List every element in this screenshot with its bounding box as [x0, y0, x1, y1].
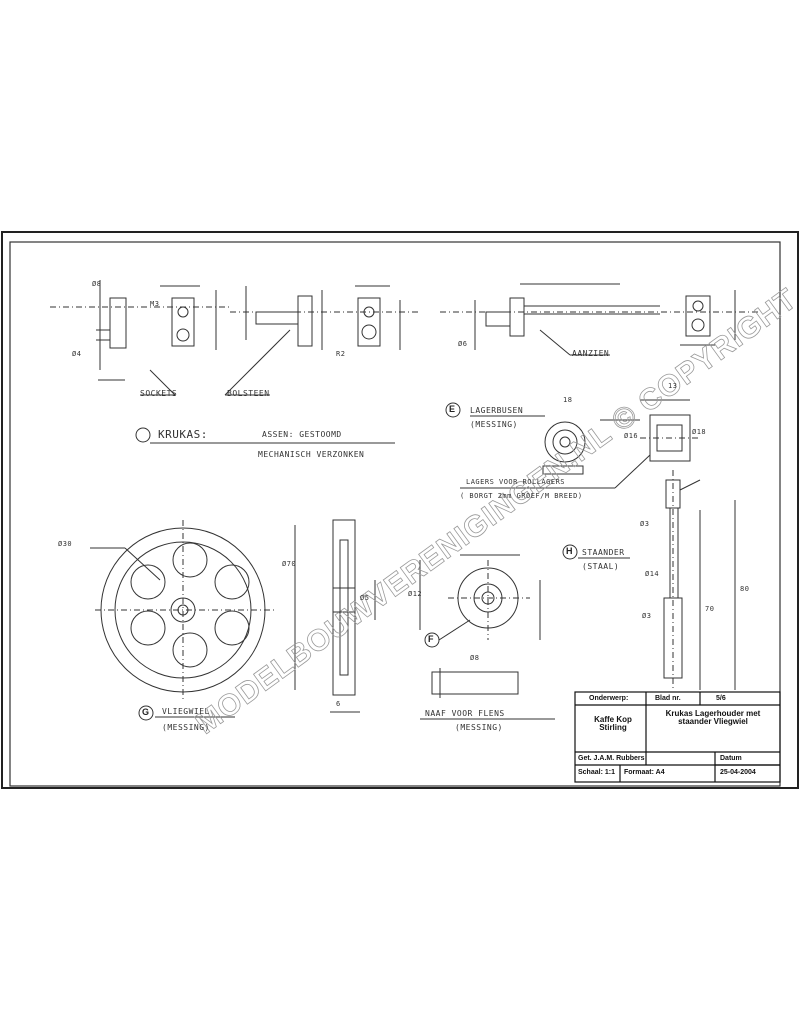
dim-label: Ø12 [408, 590, 423, 598]
item-h-number: H [566, 546, 573, 556]
kruk-title: KRUKAS: [158, 428, 208, 441]
tb-blad-value: 5/6 [716, 695, 726, 702]
dim-label: Ø18 [692, 428, 707, 436]
item-h-label: STAANDER [582, 548, 625, 557]
dim-label: Ø16 [624, 432, 639, 440]
item-g-sub: (MESSING) [162, 723, 210, 732]
dim-label: Ø70 [282, 560, 297, 568]
dim-label: R2 [336, 350, 346, 358]
dim-label: Ø6 [458, 340, 468, 348]
label-aanzien: AANZIEN [572, 349, 610, 358]
tb-project: Kaffe Kop Stirling [594, 715, 632, 733]
flange-sub: (MESSING) [455, 723, 503, 732]
kruk-note-2: MECHANISCH VERZONKEN [258, 450, 365, 459]
item-e-label: LAGERBUSEN [470, 406, 524, 415]
item-g-number: G [142, 707, 150, 717]
dim-label: 18 [563, 396, 573, 404]
bush-note-1: LAGERS VOOR ROLLAGERS [466, 478, 566, 486]
tb-formaat: Formaat: A4 [624, 769, 665, 776]
tb-title: Krukas Lagerhouder met staander Vliegwie… [665, 709, 761, 727]
item-f-number: F [428, 634, 434, 644]
item-h-sub: (STAAL) [582, 562, 620, 571]
dim-label: Ø8 [92, 280, 102, 288]
tb-getekend: Get. J.A.M. Rubbers [578, 755, 645, 762]
sheet-border [1, 231, 799, 789]
dim-label: Ø5 [360, 594, 370, 602]
dim-label: Ø14 [645, 570, 660, 578]
dim-label: Ø4 [72, 350, 82, 358]
dim-label: 80 [740, 585, 750, 593]
inner-frame [9, 241, 781, 787]
dim-label: 6 [336, 700, 341, 708]
label-sockets: SOCKETS [140, 389, 178, 398]
dim-label: Ø8 [470, 654, 480, 662]
item-e-number: E [449, 404, 456, 414]
dim-label: Ø3 [640, 520, 650, 528]
dim-label: Ø30 [58, 540, 73, 548]
dim-label: 70 [705, 605, 715, 613]
bush-note-2: ( BORGT 2mm GROEF/M BREED) [460, 492, 583, 500]
dim-label: M3 [150, 300, 160, 308]
drawing-lines [50, 280, 760, 721]
flange-note: NAAF VOOR FLENS [425, 709, 505, 718]
dim-label: Ø3 [642, 612, 652, 620]
label-bolsteen: BOLSTEEN [227, 389, 270, 398]
kruk-note-1: ASSEN: GESTOOMD [262, 430, 342, 439]
item-e-sub: (MESSING) [470, 420, 518, 429]
dim-label: 13 [668, 382, 678, 390]
item-g-label: VLIEGWIEL [162, 707, 210, 716]
tb-datum-value: 25-04-2004 [720, 769, 756, 776]
tb-datum-label: Datum [720, 755, 742, 762]
tb-blad-label: Blad nr. [655, 695, 681, 702]
title-block-frame [574, 691, 781, 783]
tb-onderwerp-label: Onderwerp: [589, 695, 629, 702]
tb-schaal: Schaal: 1:1 [578, 769, 615, 776]
